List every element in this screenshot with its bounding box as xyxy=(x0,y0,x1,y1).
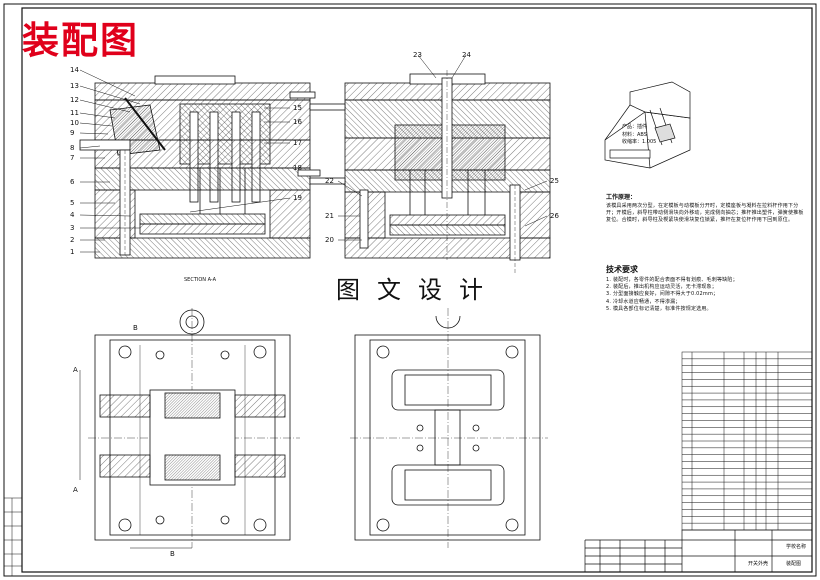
bottom-left-plan xyxy=(79,308,300,549)
title-type: 开关外壳 xyxy=(748,560,768,567)
part-label-25: 25 xyxy=(550,177,559,185)
left-leaders xyxy=(79,69,291,253)
part-label-23: 23 xyxy=(413,51,422,59)
product-shrink: 收缩率：1.005 xyxy=(622,139,657,145)
part-label-13: 13 xyxy=(70,82,79,90)
part-label-5: 5 xyxy=(70,199,74,207)
part-label-4: 4 xyxy=(70,211,75,219)
part-label-2: 2 xyxy=(70,236,74,244)
tech-req-line: 5. 模具各部位标记清楚，标准件按规定选用。 xyxy=(606,305,712,312)
main-title: 装配图 xyxy=(22,18,139,62)
left-margin-table xyxy=(4,497,22,576)
right-leaders xyxy=(337,54,548,241)
part-label-16: 16 xyxy=(293,118,302,126)
part-label-10: 10 xyxy=(70,119,79,127)
part-label-3: 3 xyxy=(70,224,74,232)
left-section-view xyxy=(79,75,321,259)
product-name: 产品：插件 xyxy=(622,124,648,130)
part-label-7: 7 xyxy=(70,154,74,162)
title-drawing: 装配图 xyxy=(786,560,801,567)
product-material: 材料：ABS xyxy=(622,131,647,138)
part-label-22: 22 xyxy=(325,177,334,185)
section-mark-a2: A xyxy=(73,486,78,494)
tech-req-line: 4. 冷却水道应畅通，不得渗漏； xyxy=(606,298,681,305)
part-label-20: 20 xyxy=(325,236,334,244)
part-label-6: 6 xyxy=(70,178,75,186)
product-info: 产品：插件 材料：ABS 收缩率：1.005 xyxy=(622,124,656,147)
work-principle-heading: 工作原理： xyxy=(606,194,637,201)
sub-title: 图文设计 xyxy=(336,276,500,304)
part-label-24: 24 xyxy=(462,51,471,59)
section-mark-a1: A xyxy=(73,366,78,374)
part-label-14: 14 xyxy=(70,66,79,74)
part-label-21: 21 xyxy=(325,212,334,220)
tech-req-heading: 技术要求 xyxy=(606,265,638,274)
part-label-18: 18 xyxy=(293,164,302,172)
right-section-view xyxy=(309,70,551,275)
part-label-26: 26 xyxy=(550,212,559,220)
tech-req-line: 1. 装配时，各零件的配合表面不得有划痕、毛刺等缺陷； xyxy=(606,277,738,283)
outer-border xyxy=(3,3,817,577)
tech-req-line: 3. 分型面接触应良好，间隙不得大于0.02mm； xyxy=(606,291,719,298)
part-label-8: 8 xyxy=(70,144,74,152)
title-block xyxy=(584,529,813,573)
section-label: SECTION A-A xyxy=(184,277,217,283)
work-principle: 工作原理： 该模具采用两次分型，在定模板与动模板分开时，定模座板与凝料在拉料杆作… xyxy=(606,192,806,225)
part-label-17: 17 xyxy=(293,139,302,147)
part-label-11: 11 xyxy=(70,109,79,117)
section-mark-b1: B xyxy=(133,324,138,332)
part-label-12: 12 xyxy=(70,96,79,104)
inner-border xyxy=(21,7,813,573)
section-mark-b2: B xyxy=(170,550,175,558)
tech-requirements: 技术要求 1. 装配时，各零件的配合表面不得有划痕、毛刺等缺陷； 2. 装配后，… xyxy=(606,264,806,313)
title-school: 学校名称 xyxy=(786,543,806,550)
part-label-15: 15 xyxy=(293,104,302,112)
product-sketch xyxy=(604,81,691,169)
bottom-right-plan xyxy=(350,308,548,548)
bom-table xyxy=(681,351,813,531)
part-label-19: 19 xyxy=(293,194,302,202)
part-label-1: 1 xyxy=(70,248,74,256)
work-principle-text: 该模具采用两次分型，在定模板与动模板分开时，定模座板与凝料在拉料杆作用下分开；开… xyxy=(606,203,804,224)
part-label-9: 9 xyxy=(70,129,74,137)
tech-req-line: 2. 装配后，推出机构应运动灵活，无卡滞现象； xyxy=(606,284,717,291)
